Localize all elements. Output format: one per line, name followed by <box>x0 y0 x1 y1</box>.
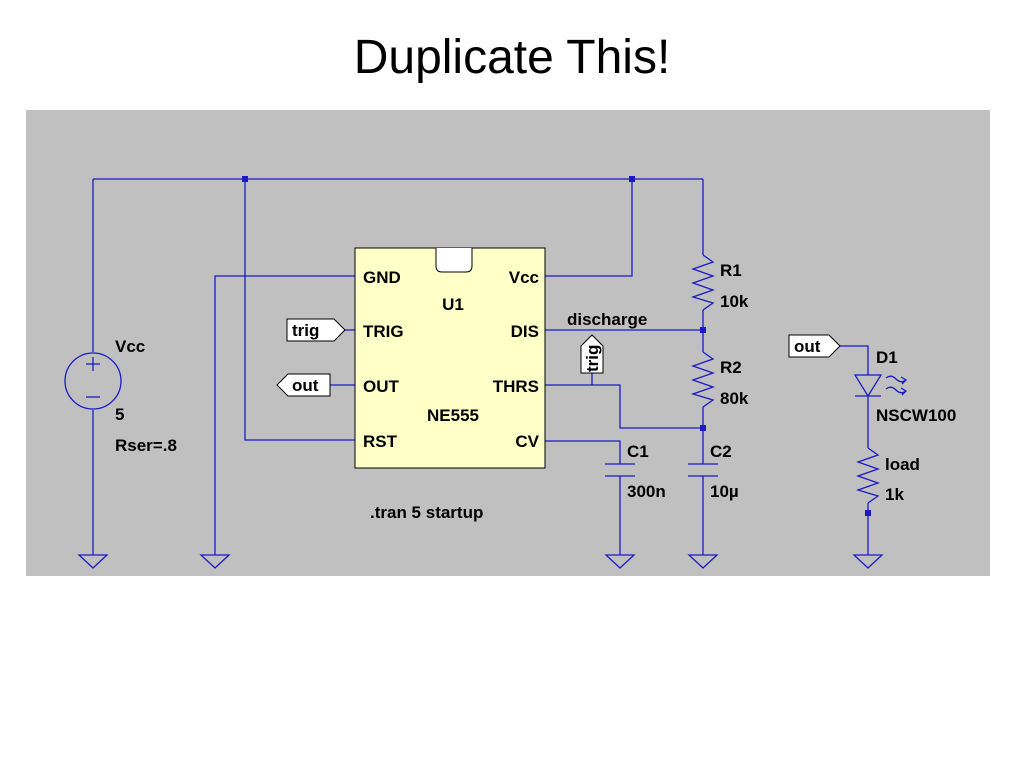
ic-pin-vcc: Vcc <box>509 268 539 287</box>
flag-out-led: out <box>788 334 841 358</box>
r2-value: 80k <box>720 389 749 408</box>
ic-body <box>354 247 546 469</box>
flag-out-output: out <box>276 373 331 397</box>
ic-pin-thrs: THRS <box>493 377 539 396</box>
load-name: load <box>885 455 920 474</box>
c1-name: C1 <box>627 442 649 461</box>
capacitor-c1-symbol <box>605 463 635 477</box>
c1-value: 300n <box>627 482 666 501</box>
flag-trig-in: trig <box>286 318 346 342</box>
c2-name: C2 <box>710 442 732 461</box>
capacitor-c2-symbol <box>688 463 718 477</box>
svg-text:out: out <box>292 376 319 395</box>
source-name: Vcc <box>115 337 145 356</box>
flag-trig-vertical: trig <box>580 334 604 374</box>
d1-name: D1 <box>876 348 898 367</box>
ic-pin-gnd: GND <box>363 268 401 287</box>
svg-text:out: out <box>794 337 821 356</box>
c2-value: 10µ <box>710 482 739 501</box>
ic-model: NE555 <box>427 406 479 425</box>
ic-pin-rst: RST <box>363 432 398 451</box>
resistor-r1-symbol <box>690 254 715 311</box>
voltage-source-symbol <box>64 352 122 410</box>
junction-dots <box>242 176 871 516</box>
ground-symbols <box>77 554 884 569</box>
led-d1-symbol <box>853 374 908 398</box>
net-label-discharge: discharge <box>567 310 647 329</box>
sim-directive: .tran 5 startup <box>370 503 483 522</box>
load-value: 1k <box>885 485 904 504</box>
source-value: 5 <box>115 405 124 424</box>
d1-value: NSCW100 <box>876 406 956 425</box>
resistor-load-symbol <box>855 447 880 504</box>
resistor-r2-symbol <box>690 351 715 408</box>
ic-pin-trig: TRIG <box>363 322 404 341</box>
ic-pin-out: OUT <box>363 377 400 396</box>
slide-title: Duplicate This! <box>353 31 671 84</box>
r1-name: R1 <box>720 261 742 280</box>
r1-value: 10k <box>720 292 749 311</box>
r2-name: R2 <box>720 358 742 377</box>
source-param: Rser=.8 <box>115 436 177 455</box>
svg-text:trig: trig <box>583 345 602 372</box>
svg-text:trig: trig <box>292 321 319 340</box>
ic-ref: U1 <box>442 295 464 314</box>
ic-pin-cv: CV <box>515 432 539 451</box>
ic-pin-dis: DIS <box>511 322 539 341</box>
